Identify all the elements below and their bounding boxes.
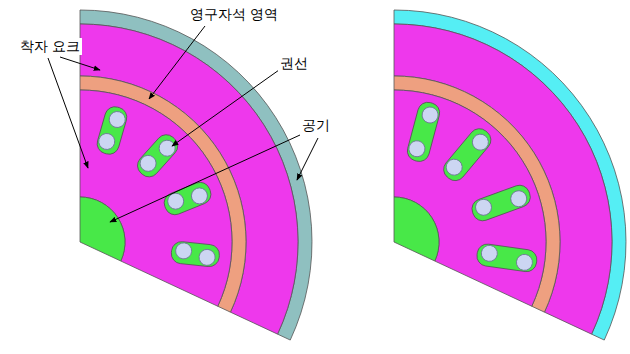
slot-air <box>440 125 495 185</box>
leader-lines <box>48 26 318 222</box>
winding-conductor <box>508 188 529 209</box>
magnetizing-yoke <box>80 90 232 306</box>
part-label: 권선 <box>278 55 310 72</box>
winding-conductor <box>480 244 498 262</box>
motor-sector <box>80 10 312 340</box>
motor-sector <box>394 10 626 340</box>
slot-air <box>469 182 533 223</box>
part-label: 영구자석 영역 <box>188 6 280 23</box>
winding-conductor <box>420 105 440 125</box>
air-gap-band <box>80 10 312 340</box>
magnetizing-yoke <box>394 90 546 306</box>
leader-line <box>172 70 279 146</box>
slot-air <box>95 104 129 156</box>
winding-conductor <box>156 137 179 160</box>
winding-conductor <box>189 185 210 206</box>
winding-conductor <box>515 253 533 271</box>
leader-line <box>149 26 205 99</box>
magnetizing-yoke <box>80 24 298 334</box>
permanent-magnet-ring <box>394 76 560 312</box>
winding-conductor <box>473 197 494 218</box>
slot-air <box>161 179 214 217</box>
part-label: 착자 요크 <box>18 38 82 55</box>
air-gap-band <box>394 10 626 340</box>
slot-air <box>170 241 220 268</box>
magnetizing-yoke <box>394 24 612 334</box>
winding-conductor <box>469 131 492 154</box>
leader-line <box>60 57 100 70</box>
part-label: 공기 <box>300 117 332 134</box>
winding-slot <box>161 179 214 217</box>
winding-slot <box>170 241 220 268</box>
winding-slot <box>440 125 495 185</box>
winding-conductor <box>198 249 216 267</box>
winding-conductor <box>97 132 117 152</box>
slot-air <box>405 100 442 164</box>
winding-conductor <box>407 139 427 159</box>
slot-air <box>476 243 538 273</box>
air-core <box>394 197 439 261</box>
leader-line <box>48 58 88 168</box>
leader-line <box>110 135 300 222</box>
winding-conductor <box>443 156 466 179</box>
winding-slot <box>133 131 181 181</box>
winding-conductor <box>175 242 193 260</box>
winding-conductor <box>165 191 186 212</box>
winding-slot <box>469 182 533 223</box>
winding-conductor <box>107 110 127 130</box>
slot-air <box>133 131 181 181</box>
leader-line <box>297 138 318 180</box>
winding-conductor <box>137 152 160 175</box>
winding-slot <box>95 104 129 156</box>
winding-slot <box>405 100 442 164</box>
winding-slot <box>476 243 538 273</box>
air-core <box>80 197 125 261</box>
